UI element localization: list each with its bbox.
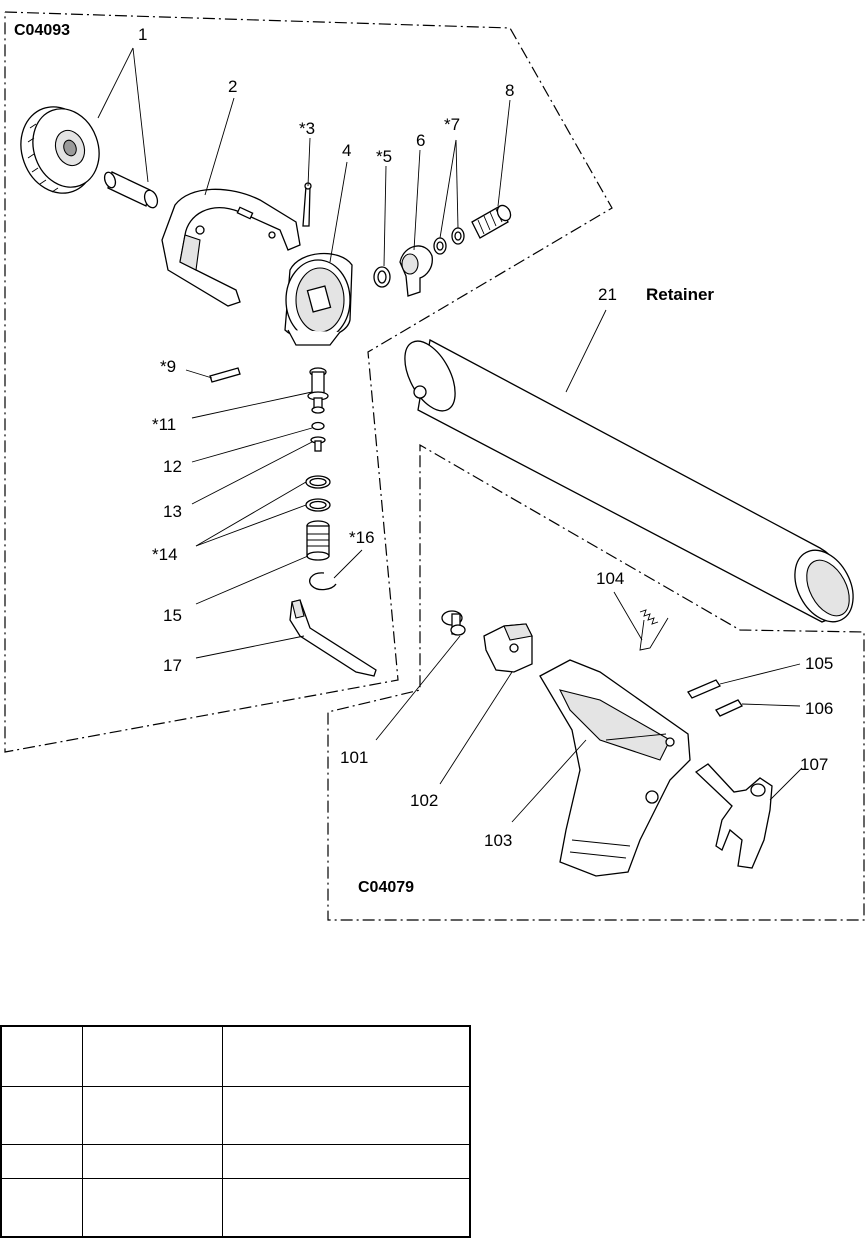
callout-15: 15 — [163, 606, 182, 625]
group-outline-c04079 — [327, 443, 865, 921]
table-cell — [82, 1085, 223, 1145]
part-1-knurled-nut — [20, 106, 100, 194]
callout-2: 2 — [228, 77, 237, 96]
table-row — [0, 1025, 471, 1087]
callout-107: 107 — [800, 755, 828, 774]
table-cell — [0, 1143, 84, 1179]
part-104-spring — [639, 609, 669, 651]
part-12-o-ring — [311, 421, 325, 431]
group-code-c04079: C04079 — [358, 879, 414, 896]
part-11-valve-spool — [307, 367, 329, 414]
table-cell — [221, 1025, 471, 1087]
part-7-o-rings — [433, 227, 465, 255]
callout-9: *9 — [160, 357, 176, 376]
table-cell — [221, 1143, 471, 1179]
table-cell — [0, 1085, 84, 1145]
table-cell — [221, 1085, 471, 1145]
callout-11: *11 — [152, 415, 176, 434]
callout-16: *16 — [349, 528, 375, 547]
callout-102: 102 — [410, 791, 438, 810]
table-cell — [221, 1177, 471, 1238]
part-107-trigger — [694, 763, 773, 869]
part-5-seal-ring — [373, 266, 391, 288]
callout-4: 4 — [342, 141, 351, 160]
callout-104: 104 — [596, 569, 624, 588]
part-15-valve-seat — [306, 520, 330, 561]
table-cell — [82, 1143, 223, 1179]
part-1-pin — [103, 171, 159, 209]
group-outline-c04093 — [4, 11, 613, 753]
callout-3: *3 — [299, 119, 315, 138]
part-106-pin — [715, 699, 743, 717]
callout-7: *7 — [444, 115, 460, 134]
part-9-roll-pin — [209, 367, 241, 383]
table-row — [0, 1085, 471, 1145]
callout-14: *14 — [152, 545, 178, 564]
callout-21: 21 — [598, 285, 617, 304]
part-3-cotter-pin — [302, 182, 312, 227]
callout-103: 103 — [484, 831, 512, 850]
table-row — [0, 1143, 471, 1179]
part-17-lever — [289, 599, 377, 677]
callout-17: 17 — [163, 656, 182, 675]
callout-12: 12 — [163, 457, 182, 476]
parts-table — [0, 1025, 471, 1238]
part-103-handle — [539, 659, 691, 877]
leader-lines — [97, 47, 803, 823]
part-105-pin — [687, 679, 721, 699]
part-21-retainer-tube — [404, 339, 854, 623]
part-101-bolt — [441, 610, 466, 636]
callout-105: 105 — [805, 654, 833, 673]
callout-6: 6 — [416, 131, 425, 150]
table-cell — [82, 1025, 223, 1087]
part-13-screw — [310, 436, 326, 452]
callout-13: 13 — [163, 502, 182, 521]
table-cell — [0, 1025, 84, 1087]
callout-106: 106 — [805, 699, 833, 718]
part-2-yoke-bracket — [161, 188, 301, 307]
callout-8: 8 — [505, 81, 514, 100]
table-cell — [0, 1177, 84, 1238]
callout-101: 101 — [340, 748, 368, 767]
part-16-snap-ring — [309, 572, 337, 591]
part-14-o-rings — [305, 475, 331, 512]
group-code-c04093: C04093 — [14, 22, 70, 39]
callout-1: 1 — [138, 25, 147, 44]
callout-5: *5 — [376, 147, 392, 166]
part-4-housing — [284, 252, 353, 346]
table-row — [0, 1177, 471, 1238]
part-8-threaded-stem — [471, 204, 512, 239]
part-102-bracket-block — [483, 623, 533, 673]
table-cell — [82, 1177, 223, 1238]
retainer-label: Retainer — [646, 285, 714, 304]
part-6-valve-body — [399, 245, 433, 297]
